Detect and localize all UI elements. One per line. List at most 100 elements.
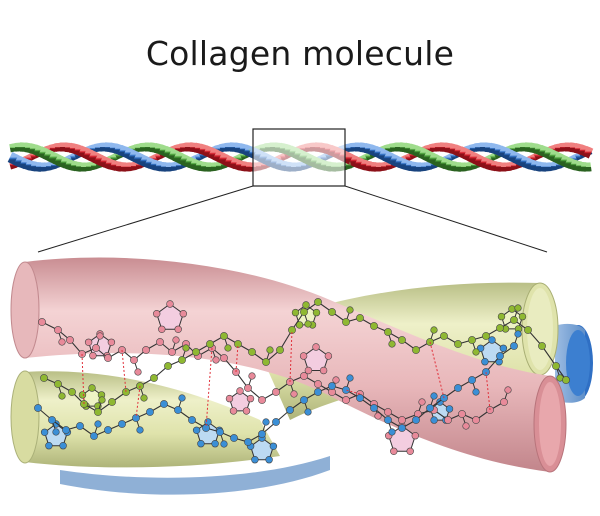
blue-chain-side-atom (178, 394, 186, 402)
helix-strand-blue-segment (498, 145, 509, 158)
helix-strand-green-segment (57, 156, 68, 169)
green-chain-atom (562, 376, 570, 384)
blue-chain-side-atom (304, 408, 312, 416)
hydrogen-bond (235, 343, 239, 373)
ring-atom (88, 384, 96, 392)
blue-chain-atom (468, 376, 476, 384)
helix-strand-red-segment (342, 151, 354, 165)
pink-chain-side-atom (418, 398, 426, 406)
helix-strand-green-segment (318, 159, 328, 171)
ring-atom (304, 366, 313, 375)
helix-strand-red-segment (97, 155, 109, 168)
blue-chain-atom (160, 400, 168, 408)
ring-atom (179, 310, 188, 318)
green-chain-atom (122, 388, 130, 396)
ring-atom (45, 442, 53, 450)
pink-chain-atom (104, 354, 112, 362)
ring-atom (481, 358, 489, 366)
green-chain-side-atom (140, 394, 148, 402)
helix-strand-red-segment (69, 142, 78, 154)
helix-strand-red-segment (332, 146, 344, 160)
green-chain-atom (328, 308, 336, 316)
ring-atom (302, 301, 310, 309)
pink-chain-side-atom (172, 336, 180, 344)
ring-atom (411, 432, 419, 440)
pink-chain-atom (130, 356, 138, 364)
blue-chain-atom (398, 424, 406, 432)
pink-chain-atom (342, 396, 350, 404)
pink-chain-side-atom (462, 422, 470, 430)
olive-tube-lower (25, 371, 280, 468)
blue-chain-side-atom (262, 418, 270, 426)
blue-chain-side-atom (430, 392, 438, 400)
ring-atom (312, 308, 321, 317)
helix-strand-green-segment (288, 145, 299, 158)
green-chain-atom (538, 342, 546, 350)
ring-atom (518, 312, 527, 321)
ring-atom (497, 312, 506, 321)
blue-chain-atom (510, 342, 518, 350)
blue-chain-atom (216, 428, 224, 436)
blue-chain-side-atom (472, 388, 480, 396)
green-chain-atom (454, 340, 462, 348)
blue-chain-side-atom (514, 330, 522, 338)
green-chain-atom (68, 388, 76, 396)
blue-chain-atom (314, 388, 322, 396)
blue-chain-atom (118, 420, 126, 428)
helix-strand-blue-segment (105, 142, 112, 153)
helix-strand-red-segment (448, 143, 458, 155)
green-chain-atom (412, 346, 420, 354)
blue-chain-atom (34, 404, 42, 412)
green-chain-side-atom (224, 344, 232, 352)
helix-strand-green-segment (307, 155, 319, 168)
pink-chain-side-atom (134, 368, 142, 376)
green-chain-side-atom (58, 392, 66, 400)
ring-atom (508, 305, 516, 313)
molecular-chains (34, 298, 570, 464)
blue-chain-atom (370, 404, 378, 412)
ring-atom (158, 325, 166, 333)
ring-atom (174, 325, 182, 333)
blue-chain-side-atom (346, 374, 354, 382)
helix-strand-blue-segment (343, 143, 352, 153)
ring-atom (89, 352, 97, 360)
green-chain-atom (80, 400, 88, 408)
zoom-selection-box (252, 128, 346, 187)
pink-chain-atom (168, 348, 176, 356)
pink-chain-atom (92, 344, 100, 352)
helix-strand-green-segment (172, 150, 184, 164)
ring-atom (40, 428, 49, 436)
blue-chain-side-atom (220, 440, 228, 448)
blue-chain-atom (146, 408, 154, 416)
helix-strand-blue-segment (68, 152, 78, 162)
pink-chain-atom (66, 336, 74, 344)
blue-chain-atom (482, 368, 490, 376)
blue-chain-atom (356, 394, 364, 402)
pink-chain-atom (156, 338, 164, 346)
helix-strand-green-segment (363, 151, 373, 162)
ring-atom (299, 352, 308, 360)
blue-chain-atom (62, 426, 70, 434)
helix-strand-red-segment (108, 159, 118, 171)
hydrogen-bond (345, 389, 361, 395)
helix-strand-blue-segment (507, 150, 519, 163)
green-chain-atom (440, 332, 448, 340)
ring-atom (59, 442, 67, 450)
ring-atom (246, 394, 255, 403)
green-chain-atom (342, 318, 350, 326)
blue-chain-atom (454, 384, 462, 392)
green-chain-side-atom (98, 396, 106, 404)
helix-strand-blue-segment (193, 152, 203, 163)
ring-atom (153, 310, 161, 318)
helix-strand-green-segment (343, 160, 353, 170)
blue-chain-side-atom (136, 426, 144, 434)
green-chain-atom (510, 316, 518, 324)
helix-strand-blue-segment (238, 143, 248, 155)
helix-strand-green-segment (525, 142, 532, 153)
blue-chain-atom (230, 434, 238, 442)
pink-chain-atom (472, 416, 480, 424)
ring-atom (269, 442, 278, 450)
ring-atom (488, 336, 496, 344)
helix-strand-blue-segment (364, 142, 373, 155)
